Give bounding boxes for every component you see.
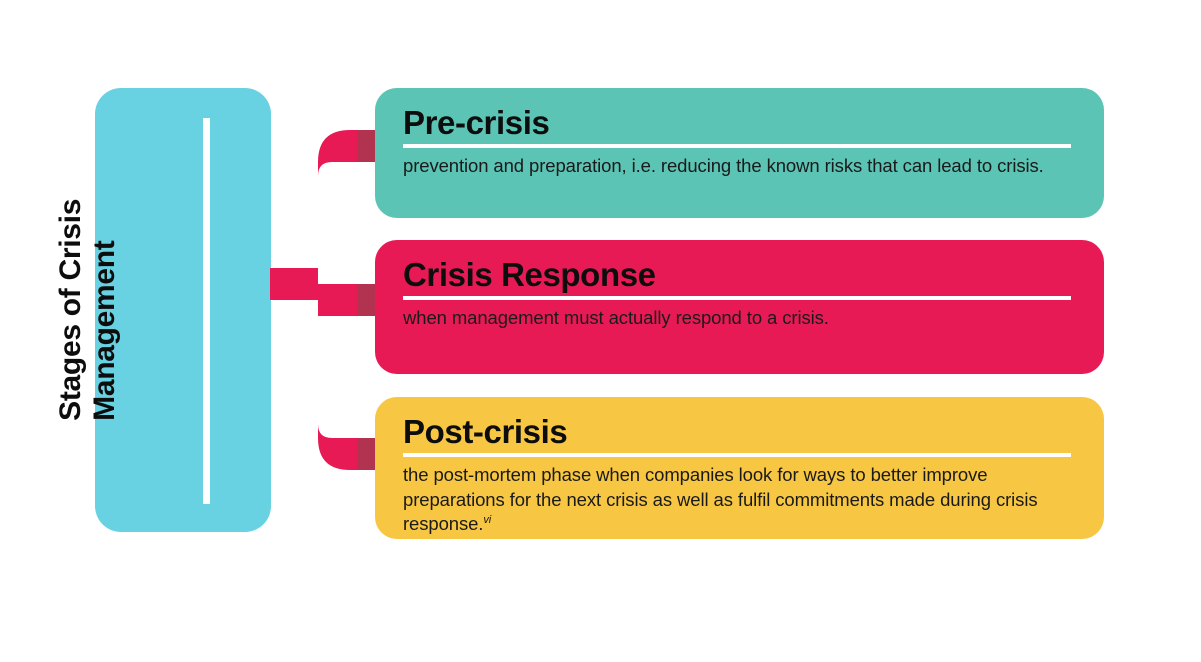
bracket-path — [270, 130, 357, 470]
card-crisis-response-title: Crisis Response — [403, 256, 656, 293]
card-crisis-response-rule — [403, 296, 1071, 300]
card-post-crisis-body-text: the post-mortem phase when companies loo… — [403, 464, 1038, 535]
card-pre-crisis-title: Pre-crisis — [403, 104, 550, 141]
card-post-crisis-body: the post-mortem phase when companies loo… — [403, 463, 1063, 537]
bracket-stub-top — [357, 130, 375, 162]
panel-divider-rule — [203, 118, 210, 504]
bracket-stub-bottom — [357, 438, 375, 470]
stages-title-panel: Stages of Crisis Management — [54, 88, 271, 532]
bracket-connector — [262, 130, 392, 470]
card-crisis-response[interactable]: Crisis Response when management must act… — [375, 240, 1104, 374]
stages-title-line-1: Stages of Crisis — [54, 199, 88, 421]
bracket-stub-middle — [357, 284, 375, 316]
stages-title-wrapper: Stages of Crisis Management — [54, 88, 271, 532]
card-crisis-response-body: when management must actually respond to… — [403, 307, 829, 328]
footnote-marker: vi — [483, 514, 492, 527]
card-post-crisis[interactable]: Post-crisis the post-mortem phase when c… — [375, 397, 1104, 539]
stages-title: Stages of Crisis Management — [54, 199, 122, 421]
card-post-crisis-rule — [403, 453, 1071, 457]
card-pre-crisis[interactable]: Pre-crisis prevention and preparation, i… — [375, 88, 1104, 218]
card-post-crisis-title: Post-crisis — [403, 413, 568, 450]
stages-title-line-2: Management — [87, 240, 121, 421]
card-pre-crisis-rule — [403, 144, 1071, 148]
card-pre-crisis-body: prevention and preparation, i.e. reducin… — [403, 155, 1044, 176]
